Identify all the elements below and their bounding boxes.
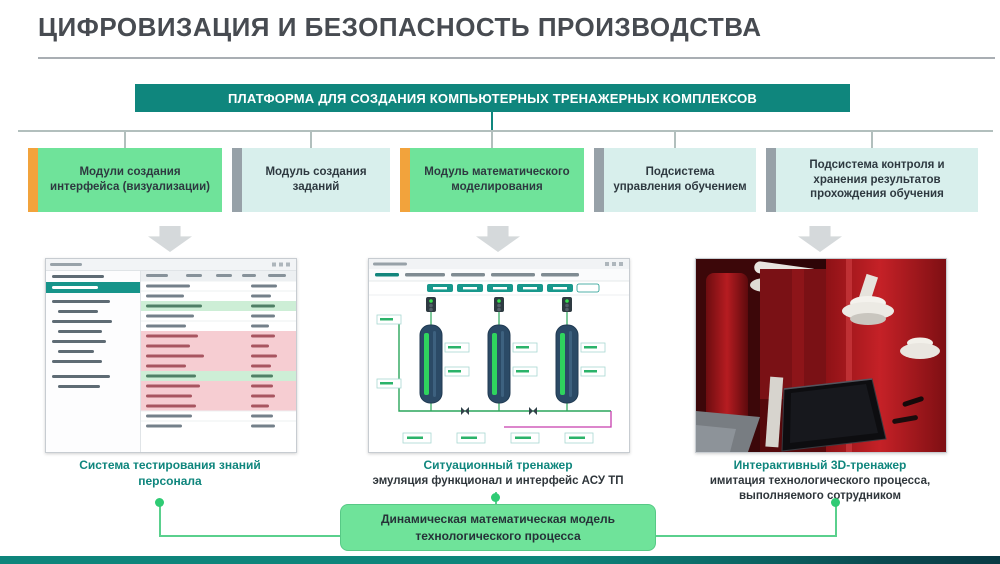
- down-arrow-icon: [798, 226, 842, 252]
- slide-title: ЦИФРОВИЗАЦИЯ И БЕЗОПАСНОСТЬ ПРОИЗВОДСТВА: [38, 12, 762, 42]
- valve-icon: [529, 407, 537, 415]
- module-accent-bar: [594, 148, 604, 212]
- window-controls-icon: [272, 262, 290, 267]
- slide-footer-bar: [0, 556, 1000, 564]
- sidebar-items: [52, 275, 112, 388]
- caption-subtitle: эмуляция функционал и интерфейс АСУ ТП: [372, 474, 624, 487]
- down-arrow-icon: [148, 226, 192, 252]
- connector-line: [835, 504, 837, 537]
- trainer-3d-render: [696, 259, 946, 452]
- valve-icon: [461, 407, 469, 415]
- module-accent-bar: [28, 148, 38, 212]
- process-diagram: [376, 297, 612, 444]
- caption-situational-trainer: Ситуационный тренажер эмуляция функциона…: [368, 458, 628, 489]
- flange-top: [842, 273, 894, 325]
- module-box-math-modeling: Модуль математического моделирования: [400, 148, 584, 212]
- caption-3d-trainer: Интерактивный 3D-тренажер имитация техно…: [695, 458, 945, 503]
- value-chips: [376, 314, 606, 444]
- level-gauge: [424, 333, 429, 395]
- traffic-light-indicators: [426, 297, 572, 312]
- testing-system-screenshot: [46, 259, 296, 452]
- module-box-training-management: Подсистема управления обучением: [594, 148, 756, 212]
- branch-connector-line: [18, 130, 993, 132]
- scada-screenshot: [369, 259, 629, 452]
- caption-subtitle: имитация технологического процесса, выпо…: [709, 474, 931, 502]
- module-label: Подсистема управления обучением: [604, 148, 756, 212]
- module-connector-line: [674, 131, 676, 148]
- connector-line: [159, 535, 340, 537]
- valve-handle: [892, 415, 918, 424]
- module-connector-line: [310, 131, 312, 148]
- valve-handle: [902, 396, 924, 407]
- module-label: Подсистема контроля и хранения результат…: [776, 148, 978, 212]
- red-column: [706, 273, 748, 425]
- control-screen: [781, 378, 887, 452]
- caption-title: Интерактивный 3D-тренажер: [733, 458, 907, 472]
- module-label: Модуль создания заданий: [242, 148, 390, 212]
- caption-testing-system: Система тестирования знаний персонала: [70, 458, 270, 489]
- preview-3d-trainer: [695, 258, 947, 453]
- flange-side: [900, 337, 940, 359]
- module-box-interface: Модули создания интерфейса (визуализации…: [28, 148, 222, 212]
- math-model-box: Динамическая математическая модель техно…: [340, 504, 656, 551]
- module-label: Модуль математического моделирования: [410, 148, 584, 212]
- connector-line: [656, 535, 837, 537]
- banner-connector-line: [491, 112, 493, 130]
- connector-dot: [831, 498, 840, 507]
- module-connector-line: [871, 131, 873, 148]
- title-divider: [38, 57, 995, 59]
- module-label: Модули создания интерфейса (визуализации…: [38, 148, 222, 212]
- level-gauge: [492, 333, 497, 395]
- preview-testing-system: [45, 258, 297, 453]
- level-gauge: [560, 333, 565, 395]
- module-accent-bar: [766, 148, 776, 212]
- toolbar-buttons: [427, 283, 600, 293]
- connector-dot: [491, 493, 500, 502]
- connector-dot: [155, 498, 164, 507]
- down-arrow-icon: [476, 226, 520, 252]
- caption-title: Система тестирования знаний персонала: [79, 458, 261, 488]
- window-controls-icon: [605, 262, 623, 266]
- module-connector-line: [491, 131, 493, 148]
- preview-situational-trainer: [368, 258, 630, 453]
- module-connector-line: [124, 131, 126, 148]
- module-accent-bar: [232, 148, 242, 212]
- module-box-tasks: Модуль создания заданий: [232, 148, 390, 212]
- platform-banner: ПЛАТФОРМА ДЛЯ СОЗДАНИЯ КОМПЬЮТЕРНЫХ ТРЕН…: [135, 84, 850, 112]
- module-accent-bar: [400, 148, 410, 212]
- white-stand: [765, 376, 784, 448]
- caption-title: Ситуационный тренажер: [423, 458, 573, 472]
- connector-line: [159, 504, 161, 537]
- module-box-results-storage: Подсистема контроля и хранения результат…: [766, 148, 978, 212]
- tank-columns: [419, 324, 579, 404]
